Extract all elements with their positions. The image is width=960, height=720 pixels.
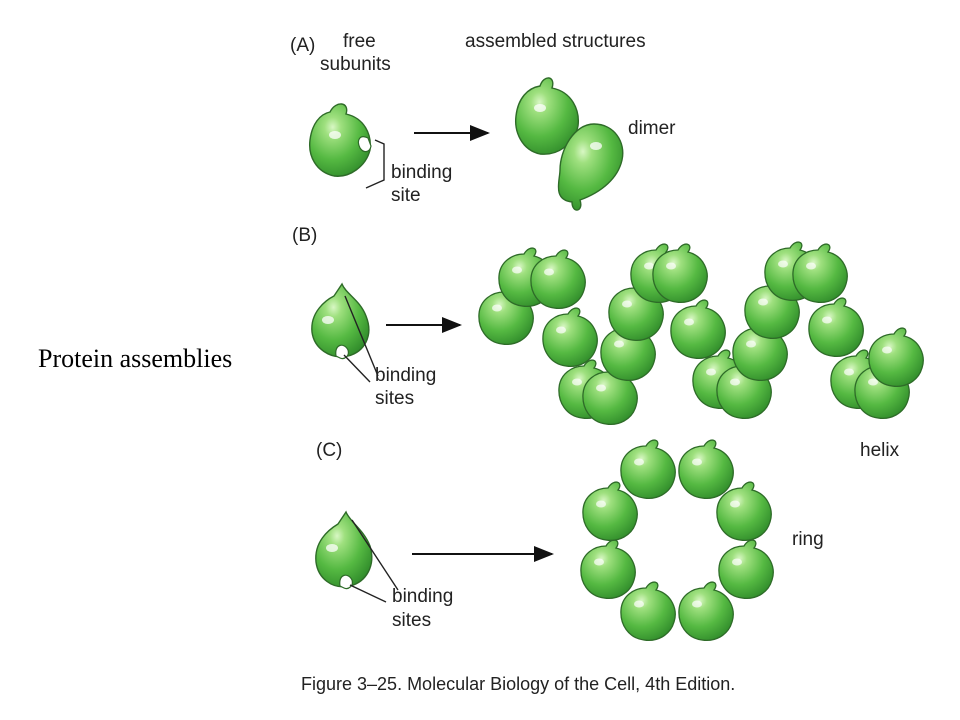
panel-c-binding-label-line1: binding [392,586,453,607]
panel-c-pointer-1 [351,519,399,591]
figure-caption: Figure 3–25. Molecular Biology of the Ce… [301,674,736,694]
panel-b-label: (B) [292,225,317,246]
ring-structure [580,439,774,642]
binding-site-bracket [365,139,385,189]
helix-label: helix [860,440,900,461]
panel-b-binding-label-line1: binding [375,365,436,386]
ring-label: ring [792,529,824,550]
panel-a-free-subunit [309,103,372,177]
panel-c-pointer-2 [349,584,387,603]
panel-a-binding-label-line1: binding [391,162,452,183]
panel-b-free-subunit [311,282,370,360]
dimer-structure [515,77,624,211]
page-title: Protein assemblies [38,344,233,373]
helix-structure [478,241,924,426]
free-subunits-label-line2: subunits [320,54,391,75]
panel-c-label: (C) [316,440,342,461]
assembled-structures-label: assembled structures [465,31,646,52]
panel-a-label: (A) [290,35,315,56]
panel-a-binding-label-line2: site [391,185,421,206]
panel-c-free-subunit [315,510,373,590]
panel-b-pointer-2 [343,354,371,383]
panel-b-binding-label-line2: sites [375,388,414,409]
panel-b-pointer-1 [344,295,379,377]
free-subunits-label-line1: free [343,31,376,52]
dimer-label: dimer [628,118,676,139]
panel-c-binding-label-line2: sites [392,610,431,631]
